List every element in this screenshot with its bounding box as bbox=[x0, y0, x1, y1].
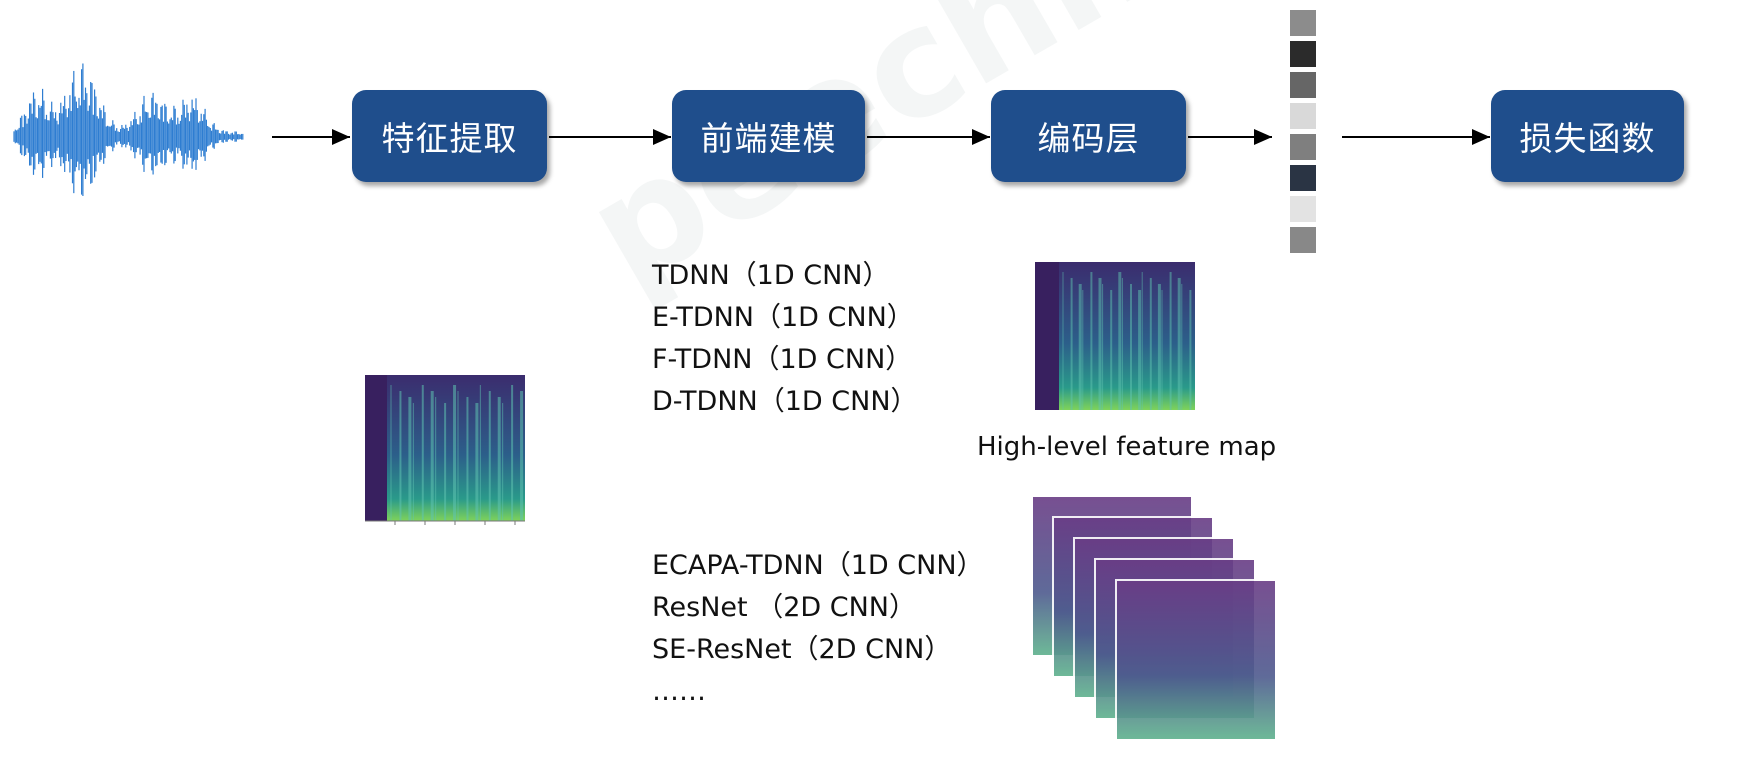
vector-cell bbox=[1290, 134, 1316, 160]
list-item: D-TDNN（1D CNN） bbox=[652, 386, 918, 417]
feature-map-caption: High-level feature map bbox=[977, 432, 1277, 462]
list-item: ResNet （2D CNN） bbox=[652, 592, 917, 623]
list-item: SE-ResNet（2D CNN） bbox=[652, 634, 952, 665]
models-1d-list: TDNN（1D CNN） E-TDNN（1D CNN） F-TDNN（1D CN… bbox=[652, 255, 918, 423]
encoder-layer-box: 编码层 bbox=[991, 90, 1186, 182]
vector-cell bbox=[1290, 103, 1316, 129]
vector-cell bbox=[1290, 10, 1316, 36]
models-2d-list: ECAPA-TDNN（1D CNN） ResNet （2D CNN） SE-Re… bbox=[652, 545, 984, 713]
feature-extraction-box: 特征提取 bbox=[352, 90, 547, 182]
vector-cell bbox=[1290, 41, 1316, 67]
vector-cell bbox=[1290, 227, 1316, 253]
list-item: TDNN（1D CNN） bbox=[652, 260, 890, 291]
feature-map-icon bbox=[1035, 262, 1195, 410]
loss-function-box: 损失函数 bbox=[1491, 90, 1684, 182]
waveform-icon bbox=[13, 63, 244, 196]
frontend-modeling-box: 前端建模 bbox=[672, 90, 865, 182]
pipeline-arrows bbox=[272, 129, 1490, 145]
list-item: F-TDNN（1D CNN） bbox=[652, 344, 913, 375]
spectrogram-icon bbox=[365, 375, 525, 525]
stacked-feature-maps-icon bbox=[1032, 496, 1277, 741]
embedding-vector-icon bbox=[1290, 10, 1318, 262]
list-item: …… bbox=[652, 676, 706, 707]
vector-cell bbox=[1290, 196, 1316, 222]
vector-cell bbox=[1290, 165, 1316, 191]
list-item: E-TDNN（1D CNN） bbox=[652, 302, 914, 333]
vector-cell bbox=[1290, 72, 1316, 98]
list-item: ECAPA-TDNN（1D CNN） bbox=[652, 550, 984, 581]
